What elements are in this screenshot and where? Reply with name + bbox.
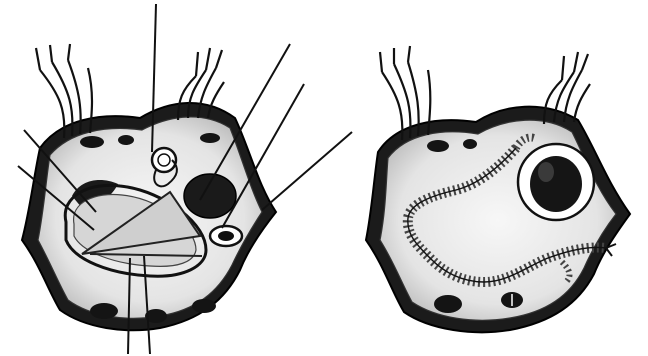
right-dark-spot-1: [427, 140, 449, 152]
left-panel: [18, 4, 352, 354]
valve-lower-ring-inner: [218, 231, 234, 241]
suture-ring-inner: [530, 156, 582, 212]
right-dark-spot-2: [463, 139, 477, 149]
left-dark-spot-1: [80, 136, 104, 148]
right-dark-spot-3: [434, 295, 462, 313]
suture-ring-highlight: [538, 162, 554, 182]
left-dark-spot-6: [192, 299, 216, 313]
left-dark-spot-2: [118, 135, 134, 145]
suture-ring: [518, 144, 594, 220]
right-panel: [366, 46, 630, 332]
left-dark-spot-4: [90, 303, 118, 319]
left-dark-spot-3: [200, 133, 220, 143]
left-dark-oval: [184, 174, 236, 218]
